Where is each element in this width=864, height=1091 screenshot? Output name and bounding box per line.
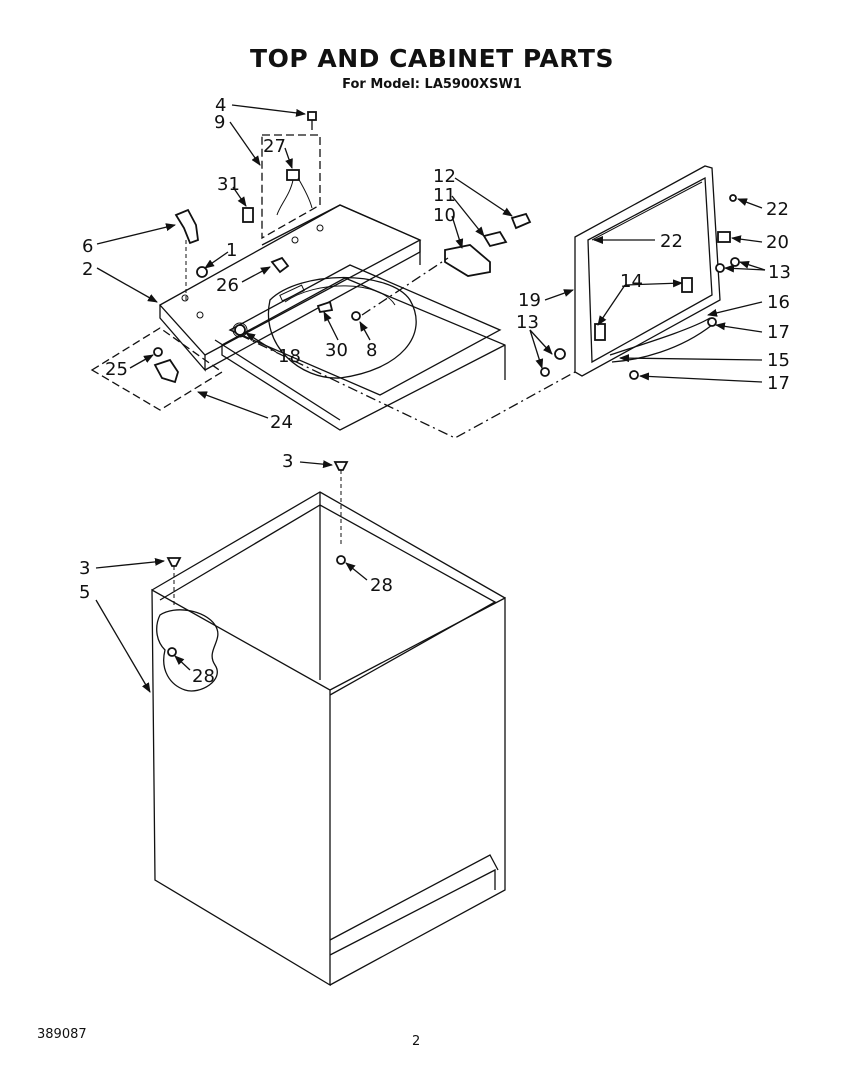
- harness-group-27: [261, 134, 321, 240]
- screw-8: [351, 311, 361, 321]
- callout-label: 24: [270, 412, 293, 433]
- part-30: [316, 300, 334, 314]
- assembly-line: [239, 334, 576, 439]
- callout-label: 3: [79, 558, 90, 579]
- callout-label: 13: [516, 312, 539, 333]
- model-subtitle: For Model: LA5900XSW1: [342, 77, 522, 92]
- screw-4: [307, 111, 317, 130]
- fastener-1: [196, 266, 208, 278]
- callout-label: 1: [226, 240, 237, 261]
- callout-label: 28: [370, 575, 393, 596]
- latch-assembly: [361, 212, 532, 316]
- leader-lines: [95, 104, 766, 693]
- callout-label: 25: [105, 359, 128, 380]
- callout-label: 31: [217, 174, 240, 195]
- inset-24: [90, 327, 224, 411]
- callout-labels: 4 9 27 31 6 1 2 26 25 24 30 8 18 12 11 1…: [79, 95, 791, 687]
- callout-label: 18: [278, 346, 301, 367]
- callout-label: 16: [767, 292, 790, 313]
- callout-label: 20: [766, 232, 789, 253]
- callout-label: 6: [82, 236, 93, 257]
- callout-label: 28: [192, 666, 215, 687]
- callout-label: 30: [325, 340, 348, 361]
- callout-label: 19: [518, 290, 541, 311]
- lid-assembly: [540, 165, 740, 380]
- callout-label: 15: [767, 350, 790, 371]
- grommet-18: [234, 324, 246, 336]
- callout-label: 2: [82, 259, 93, 280]
- callout-label: 13: [768, 262, 791, 283]
- callout-label: 27: [263, 136, 286, 157]
- page-title: TOP AND CABINET PARTS: [250, 44, 614, 73]
- callout-label: 17: [767, 373, 790, 394]
- callout-label: 10: [433, 205, 456, 226]
- callout-label: 26: [216, 275, 239, 296]
- callout-label: 22: [766, 199, 789, 220]
- cabinet-fasteners: [166, 461, 349, 657]
- callout-label: 22: [660, 231, 683, 252]
- callout-label: 12: [433, 166, 456, 187]
- top-panel: [158, 204, 506, 431]
- callout-label: 14: [620, 271, 643, 292]
- page-number: 2: [412, 1034, 421, 1049]
- callout-label: 5: [79, 582, 90, 603]
- document-id: 389087: [37, 1027, 87, 1042]
- cabinet: [151, 491, 506, 987]
- clip-6: [174, 208, 199, 245]
- callout-label: 17: [767, 322, 790, 343]
- callout-label: 9: [214, 112, 225, 133]
- bracket-31: [242, 207, 254, 223]
- callout-label: 4: [215, 95, 226, 116]
- callout-label: 11: [433, 185, 456, 206]
- callout-label: 8: [366, 340, 377, 361]
- callout-label: 3: [282, 451, 293, 472]
- fastener-26: [270, 256, 290, 274]
